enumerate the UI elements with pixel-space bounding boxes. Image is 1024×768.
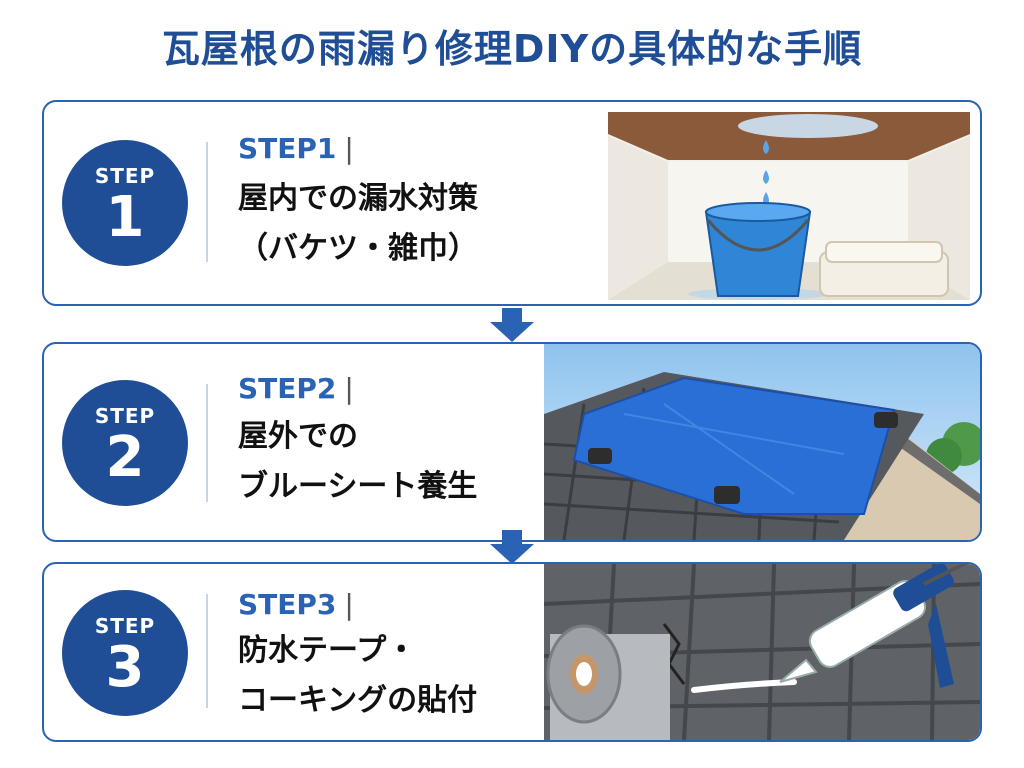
page-title: 瓦屋根の雨漏り修理DIYの具体的な手順 xyxy=(161,27,863,71)
indoor-leak-illustration xyxy=(608,112,970,300)
towel-icon xyxy=(819,241,949,297)
caulk-bead xyxy=(691,679,797,693)
step-badge-label: STEP xyxy=(94,164,156,188)
bucket-icon xyxy=(704,202,812,297)
tape-caulking-illustration xyxy=(544,564,980,740)
roof-crack xyxy=(662,623,686,685)
step-description: 屋内での漏水対策 （バケツ・雑巾） xyxy=(238,174,478,274)
title-separator: | xyxy=(344,588,354,621)
ceiling-stain xyxy=(738,114,878,138)
step-badge-label: STEP xyxy=(94,404,156,428)
title-separator: | xyxy=(344,132,354,165)
step-card-3: STEP 3 STEP3| 防水テープ・ コーキングの貼付 xyxy=(42,562,982,742)
title-separator: | xyxy=(344,372,354,405)
down-arrow-icon xyxy=(490,530,534,564)
blue-tarp-icon xyxy=(572,376,896,515)
step-badge-number: 1 xyxy=(105,185,145,250)
step-badge-2: STEP 2 xyxy=(62,380,188,506)
sandbag xyxy=(874,412,898,428)
step-description: 屋外での ブルーシート養生 xyxy=(238,412,477,512)
divider-line xyxy=(206,384,208,502)
step-description: 防水テープ・ コーキングの貼付 xyxy=(238,626,477,726)
step-desc-line2: ブルーシート養生 xyxy=(238,469,478,504)
blue-tarp-illustration xyxy=(544,344,980,540)
water-drop-icon xyxy=(763,170,769,184)
step-desc-line1: 屋外での xyxy=(238,419,358,454)
step-card-2: STEP 2 STEP2| 屋外での ブルーシート養生 xyxy=(42,342,982,542)
step-badge-number: 2 xyxy=(105,425,145,490)
divider-line xyxy=(206,594,208,708)
step-desc-line2: コーキングの貼付 xyxy=(238,683,478,718)
sandbag xyxy=(588,448,612,464)
caulking-gun-icon xyxy=(779,564,969,688)
divider-line xyxy=(206,142,208,262)
step-badge-1: STEP 1 xyxy=(62,140,188,266)
step-desc-line2: （バケツ・雑巾） xyxy=(238,231,478,266)
step-badge-label: STEP xyxy=(94,614,156,638)
step-badge-3: STEP 3 xyxy=(62,590,188,716)
step-title-text: STEP1 xyxy=(238,132,337,165)
down-arrow-icon xyxy=(490,308,534,342)
water-drop-icon xyxy=(763,140,769,154)
step-title: STEP3| xyxy=(238,588,354,621)
step-badge-number: 3 xyxy=(105,635,145,700)
waterproof-tape-icon xyxy=(546,624,670,740)
step-title-text: STEP2 xyxy=(238,372,337,405)
sandbag xyxy=(714,486,740,504)
step-title-text: STEP3 xyxy=(238,588,337,621)
step-title: STEP2| xyxy=(238,372,354,405)
step-card-1: STEP 1 STEP1| 屋内での漏水対策 （バケツ・雑巾） xyxy=(42,100,982,306)
step-desc-line1: 防水テープ・ xyxy=(238,633,417,668)
step-desc-line1: 屋内での漏水対策 xyxy=(238,181,478,216)
step-title: STEP1| xyxy=(238,132,354,165)
